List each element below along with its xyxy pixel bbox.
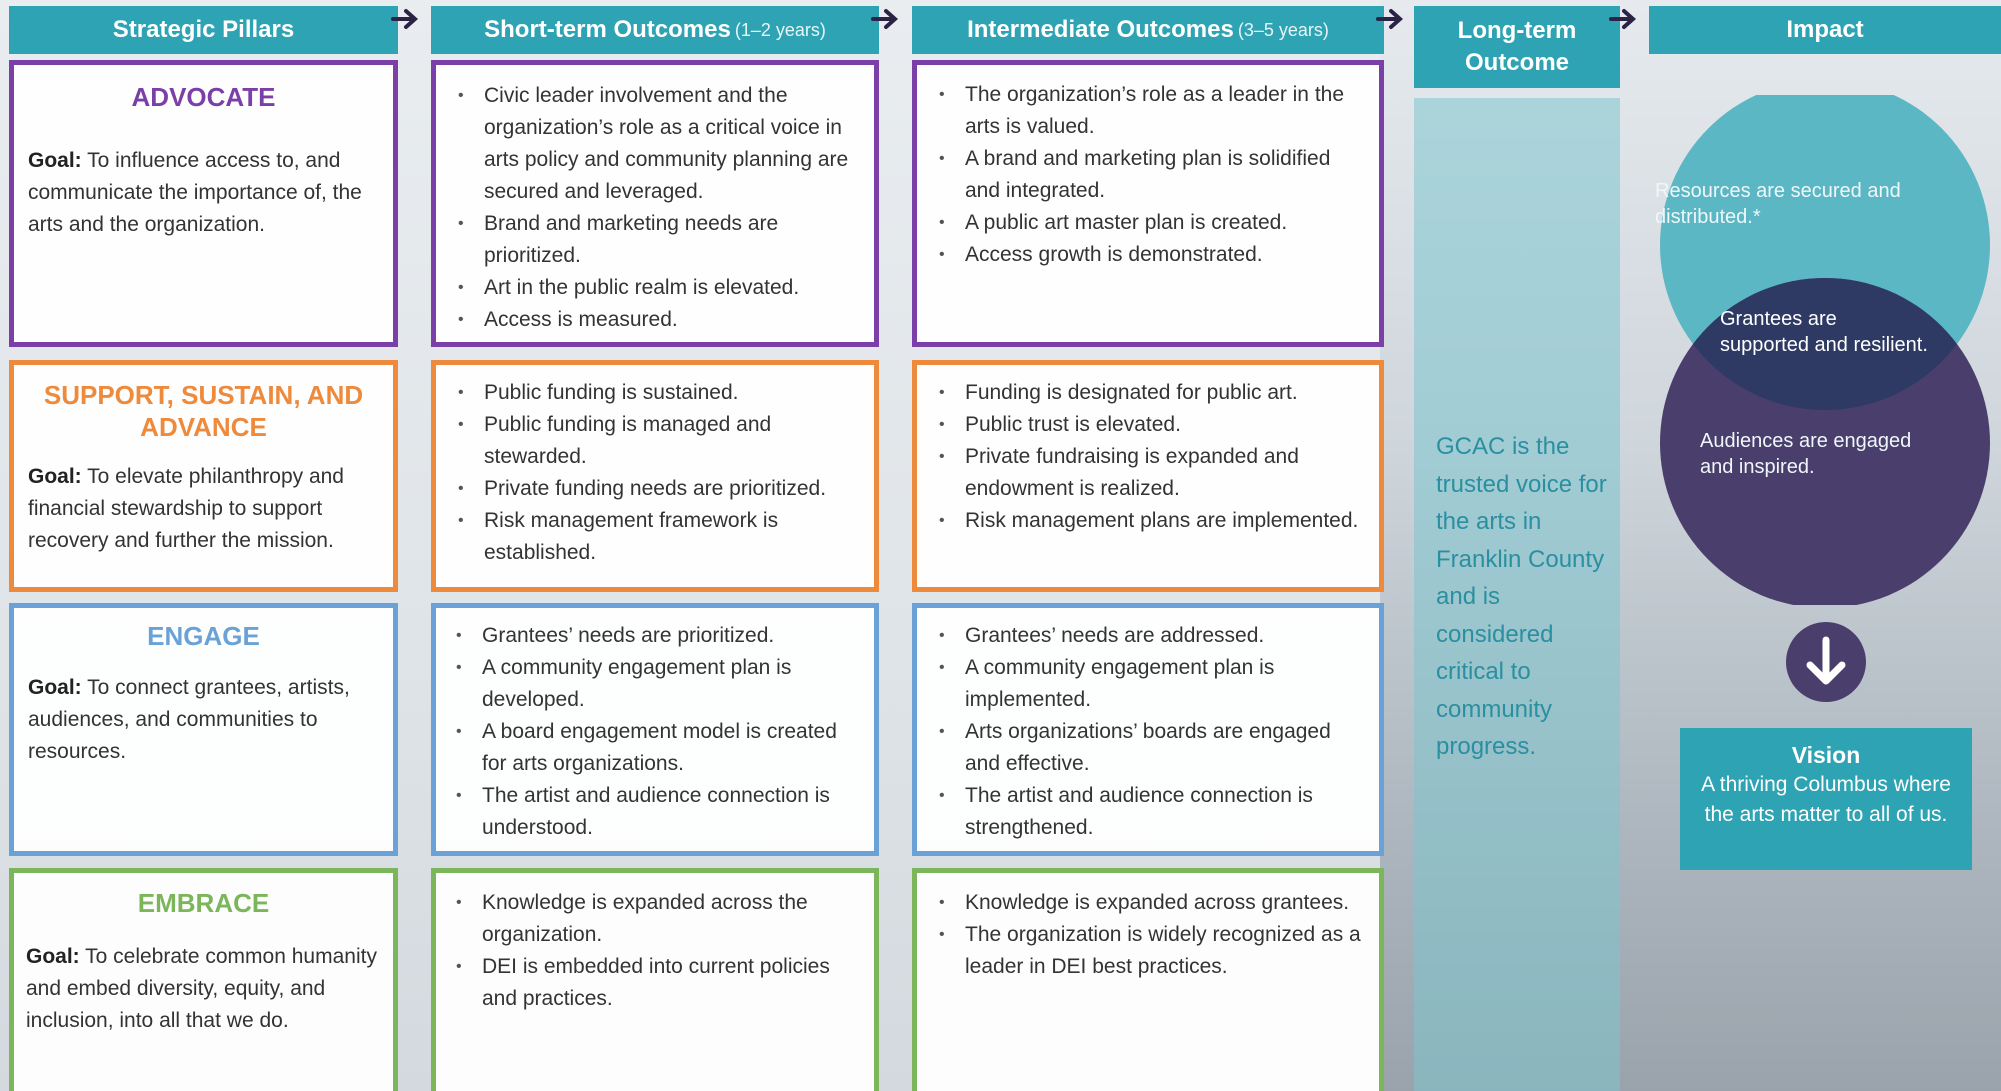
- list-item: Knowledge is expanded across grantees.: [939, 887, 1365, 919]
- right-arrow-icon: [1609, 9, 1637, 29]
- list-item: A community engagement plan is implement…: [939, 652, 1365, 716]
- vision-title: Vision: [1791, 742, 1861, 768]
- pillar-box-advocate: ADVOCATE Goal: To influence access to, a…: [9, 60, 398, 347]
- header-label: Strategic Pillars: [112, 16, 295, 43]
- pillar-title: ADVOCATE: [131, 82, 276, 112]
- outcome-list: Public funding is sustained. Public fund…: [436, 377, 874, 569]
- list-item: Risk management plans are implemented.: [939, 505, 1365, 537]
- list-item: The artist and audience connection is un…: [456, 780, 860, 844]
- list-item: Brand and marketing needs are prioritize…: [458, 208, 860, 272]
- vision-text: A thriving Columbus where the arts matte…: [1701, 773, 1951, 826]
- list-item: A brand and marketing plan is solidified…: [939, 143, 1365, 207]
- list-item: A community engagement plan is developed…: [456, 652, 860, 716]
- list-item: Access growth is demonstrated.: [939, 239, 1365, 271]
- pillar-title: EMBRACE: [137, 888, 270, 918]
- header-label: Impact: [1786, 16, 1864, 43]
- pillar-title: ENGAGE: [147, 621, 260, 651]
- list-item: Art in the public realm is elevated.: [458, 272, 860, 304]
- intermediate-box-embrace: Knowledge is expanded across grantees. T…: [912, 868, 1384, 1091]
- impact-venn-diagram: [1660, 95, 1990, 605]
- intermediate-box-engage: Grantees’ needs are addressed. A communi…: [912, 603, 1384, 856]
- outcome-list: Knowledge is expanded across the organiz…: [436, 887, 874, 1015]
- list-item: Public funding is managed and stewarded.: [458, 409, 860, 473]
- list-item: Knowledge is expanded across the organiz…: [456, 887, 860, 951]
- pillar-title: SUPPORT, SUSTAIN, AND ADVANCE: [43, 380, 364, 442]
- outcome-list: Civic leader involvement and the organiz…: [436, 80, 874, 336]
- short-term-box-advocate: Civic leader involvement and the organiz…: [431, 60, 879, 347]
- right-arrow-icon: [871, 9, 899, 29]
- list-item: Public funding is sustained.: [458, 377, 860, 409]
- header-label: Intermediate Outcomes: [967, 16, 1234, 43]
- short-term-box-engage: Grantees’ needs are prioritized. A commu…: [431, 603, 879, 856]
- list-item: Public trust is elevated.: [939, 409, 1365, 441]
- goal-prefix: Goal:: [26, 945, 80, 968]
- short-term-box-embrace: Knowledge is expanded across the organiz…: [431, 868, 879, 1091]
- header-sublabel: (3–5 years): [1237, 19, 1329, 40]
- pillar-box-support: SUPPORT, SUSTAIN, AND ADVANCE Goal: To e…: [9, 360, 398, 592]
- vision-box: Vision A thriving Columbus where the art…: [1680, 728, 1972, 870]
- list-item: Private funding needs are prioritized.: [458, 473, 860, 505]
- pillar-box-embrace: EMBRACE Goal: To celebrate common humani…: [9, 868, 398, 1091]
- impact-grantees-text: Grantees are supported and resilient.: [1720, 308, 1928, 356]
- short-term-box-support: Public funding is sustained. Public fund…: [431, 360, 879, 592]
- goal-text: To celebrate common humanity and embed d…: [26, 945, 377, 1032]
- right-arrow-icon: [391, 9, 419, 29]
- goal-text: To elevate philanthropy and financial st…: [28, 465, 344, 552]
- list-item: A public art master plan is created.: [939, 207, 1365, 239]
- header-long-term: Long-term Outcome: [1414, 6, 1620, 88]
- overlap-region: [1660, 278, 1990, 410]
- list-item: Grantees’ needs are addressed.: [939, 620, 1365, 652]
- goal-prefix: Goal:: [28, 149, 82, 172]
- list-item: Private fundraising is expanded and endo…: [939, 441, 1365, 505]
- pillar-goal: Goal: To influence access to, and commun…: [14, 145, 393, 241]
- header-strategic-pillars: Strategic Pillars: [9, 6, 398, 54]
- list-item: A board engagement model is created for …: [456, 716, 860, 780]
- list-item: Civic leader involvement and the organiz…: [458, 80, 860, 208]
- list-item: Grantees’ needs are prioritized.: [456, 620, 860, 652]
- header-sublabel: (1–2 years): [734, 19, 826, 40]
- list-item: The organization is widely recognized as…: [939, 919, 1365, 983]
- goal-prefix: Goal:: [28, 465, 82, 488]
- list-item: The organization’s role as a leader in t…: [939, 79, 1365, 143]
- list-item: Risk management framework is established…: [458, 505, 860, 569]
- header-label: Long-term Outcome: [1457, 17, 1577, 76]
- goal-text: To connect grantees, artists, audiences,…: [28, 676, 350, 763]
- outcome-list: Funding is designated for public art. Pu…: [917, 377, 1379, 537]
- long-term-outcome-text: GCAC is the trusted voice for the arts i…: [1436, 433, 1607, 760]
- outcome-list: Knowledge is expanded across grantees. T…: [917, 887, 1379, 983]
- outcome-list: The organization’s role as a leader in t…: [917, 79, 1379, 271]
- impact-audiences-text: Audiences are engaged and inspired.: [1700, 430, 1912, 478]
- pillar-goal: Goal: To connect grantees, artists, audi…: [14, 672, 393, 768]
- header-label: Short-term Outcomes: [484, 16, 731, 43]
- pillar-goal: Goal: To elevate philanthropy and financ…: [14, 461, 393, 557]
- header-intermediate: Intermediate Outcomes (3–5 years): [912, 6, 1384, 54]
- intermediate-box-support: Funding is designated for public art. Pu…: [912, 360, 1384, 592]
- outcome-list: Grantees’ needs are prioritized. A commu…: [436, 620, 874, 844]
- long-term-column: [1414, 98, 1620, 1091]
- goal-text: To influence access to, and communicate …: [28, 149, 362, 236]
- down-arrow-icon: [1786, 622, 1866, 702]
- intermediate-box-advocate: The organization’s role as a leader in t…: [912, 60, 1384, 347]
- list-item: Funding is designated for public art.: [939, 377, 1365, 409]
- goal-prefix: Goal:: [28, 676, 82, 699]
- list-item: Access is measured.: [458, 304, 860, 336]
- pillar-goal: Goal: To celebrate common humanity and e…: [14, 941, 393, 1037]
- right-arrow-icon: [1376, 9, 1404, 29]
- header-short-term: Short-term Outcomes (1–2 years): [431, 6, 879, 54]
- header-impact: Impact: [1649, 6, 2001, 54]
- list-item: Arts organizations’ boards are engaged a…: [939, 716, 1365, 780]
- list-item: The artist and audience connection is st…: [939, 780, 1365, 844]
- impact-resources-text: Resources are secured and distributed.*: [1655, 180, 1901, 228]
- list-item: DEI is embedded into current policies an…: [456, 951, 860, 1015]
- outcome-list: Grantees’ needs are addressed. A communi…: [917, 620, 1379, 844]
- pillar-box-engage: ENGAGE Goal: To connect grantees, artist…: [9, 603, 398, 856]
